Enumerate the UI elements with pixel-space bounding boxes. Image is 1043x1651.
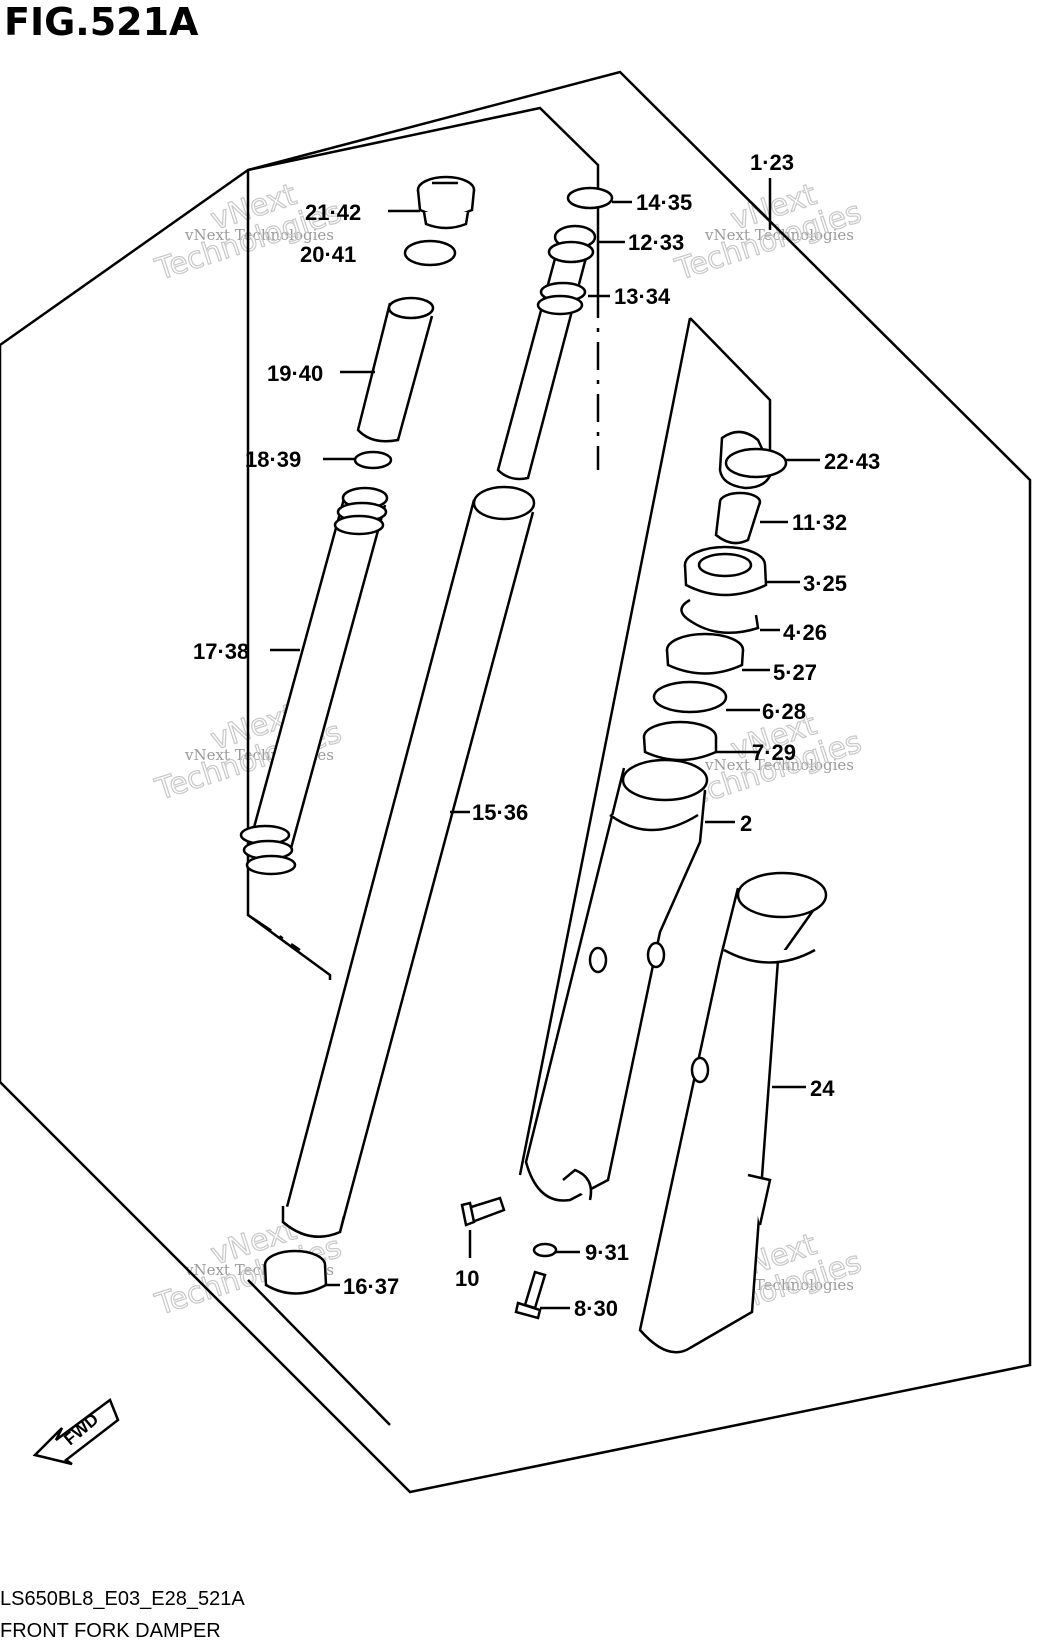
callout-5-27: 5·27 — [773, 660, 817, 685]
watermark-text: vNext Technologies — [704, 226, 854, 244]
cap-bolt-part — [416, 175, 476, 230]
callout-13-34: 13·34 — [614, 284, 671, 309]
callout-8-30: 8·30 — [574, 1296, 618, 1321]
damper-subassembly-frame-dashed — [247, 290, 600, 952]
bolt-10-part — [460, 1196, 506, 1227]
callout-6-28: 6·28 — [762, 699, 806, 724]
leader-lines — [270, 178, 820, 1310]
callout-15-36: 15·36 — [472, 800, 528, 825]
snap-ring-part — [680, 598, 760, 634]
drain-bolt-part — [514, 1270, 547, 1320]
callout-19-40: 19·40 — [267, 361, 323, 386]
callout-9-31: 9·31 — [585, 1240, 629, 1265]
callout-4-26: 4·26 — [783, 620, 827, 645]
watermark-text: vNext Technologies — [704, 756, 854, 774]
callout-labels: 1·23 21·42 20·41 14·35 12·33 13·34 19·40… — [193, 150, 880, 1321]
callout-24: 24 — [810, 1076, 835, 1101]
fwd-arrow-icon: FWD — [32, 1398, 120, 1466]
callout-10: 10 — [455, 1266, 479, 1291]
callout-11-32: 11·32 — [792, 510, 847, 535]
fork-spring-part — [239, 486, 389, 876]
outer-tube-right-part — [638, 871, 828, 1354]
damper-rod-part — [496, 224, 597, 481]
figure-title: FIG.521A — [4, 0, 199, 44]
oil-seal-part — [683, 545, 768, 597]
slide-metal-part — [642, 720, 718, 762]
callout-1-23: 1·23 — [750, 150, 794, 175]
ring-part — [566, 186, 614, 210]
callout-20-41: 20·41 — [300, 242, 356, 267]
callout-22-43: 22·43 — [824, 449, 880, 474]
seat-washer-part — [652, 680, 728, 714]
callout-7-29: 7·29 — [752, 740, 796, 765]
washer-part — [353, 450, 393, 470]
slide-bushing-part — [263, 1249, 328, 1295]
callout-3-25: 3·25 — [803, 571, 847, 596]
assembly-frame-outer — [0, 70, 1032, 1494]
watermark-text: vNext Technologies — [184, 226, 334, 244]
callout-12-33: 12·33 — [628, 230, 684, 255]
callout-2: 2 — [740, 811, 752, 836]
gasket-part — [532, 1242, 558, 1258]
outer-tube-left-part — [524, 758, 709, 1202]
callout-16-37: 16·37 — [343, 1274, 399, 1299]
callout-17-38: 17·38 — [193, 639, 249, 664]
callout-21-42: 21·42 — [305, 200, 361, 225]
dust-seal-part — [718, 430, 788, 490]
stopper-ring-part — [714, 491, 762, 545]
fork-subassembly-frame — [247, 317, 772, 1426]
inner-tube-part — [281, 485, 536, 1238]
callout-18-39: 18·39 — [245, 447, 301, 472]
diagram-code: LS650BL8_E03_E28_521A — [0, 1588, 245, 1610]
callout-14-35: 14·35 — [636, 190, 692, 215]
spacer-tube-part — [356, 296, 435, 443]
diagram-subtitle: FRONT FORK DAMPER — [0, 1620, 221, 1642]
damper-subassembly-frame — [246, 106, 600, 980]
o-ring-part — [403, 239, 457, 267]
guide-bushing-part — [665, 632, 745, 675]
